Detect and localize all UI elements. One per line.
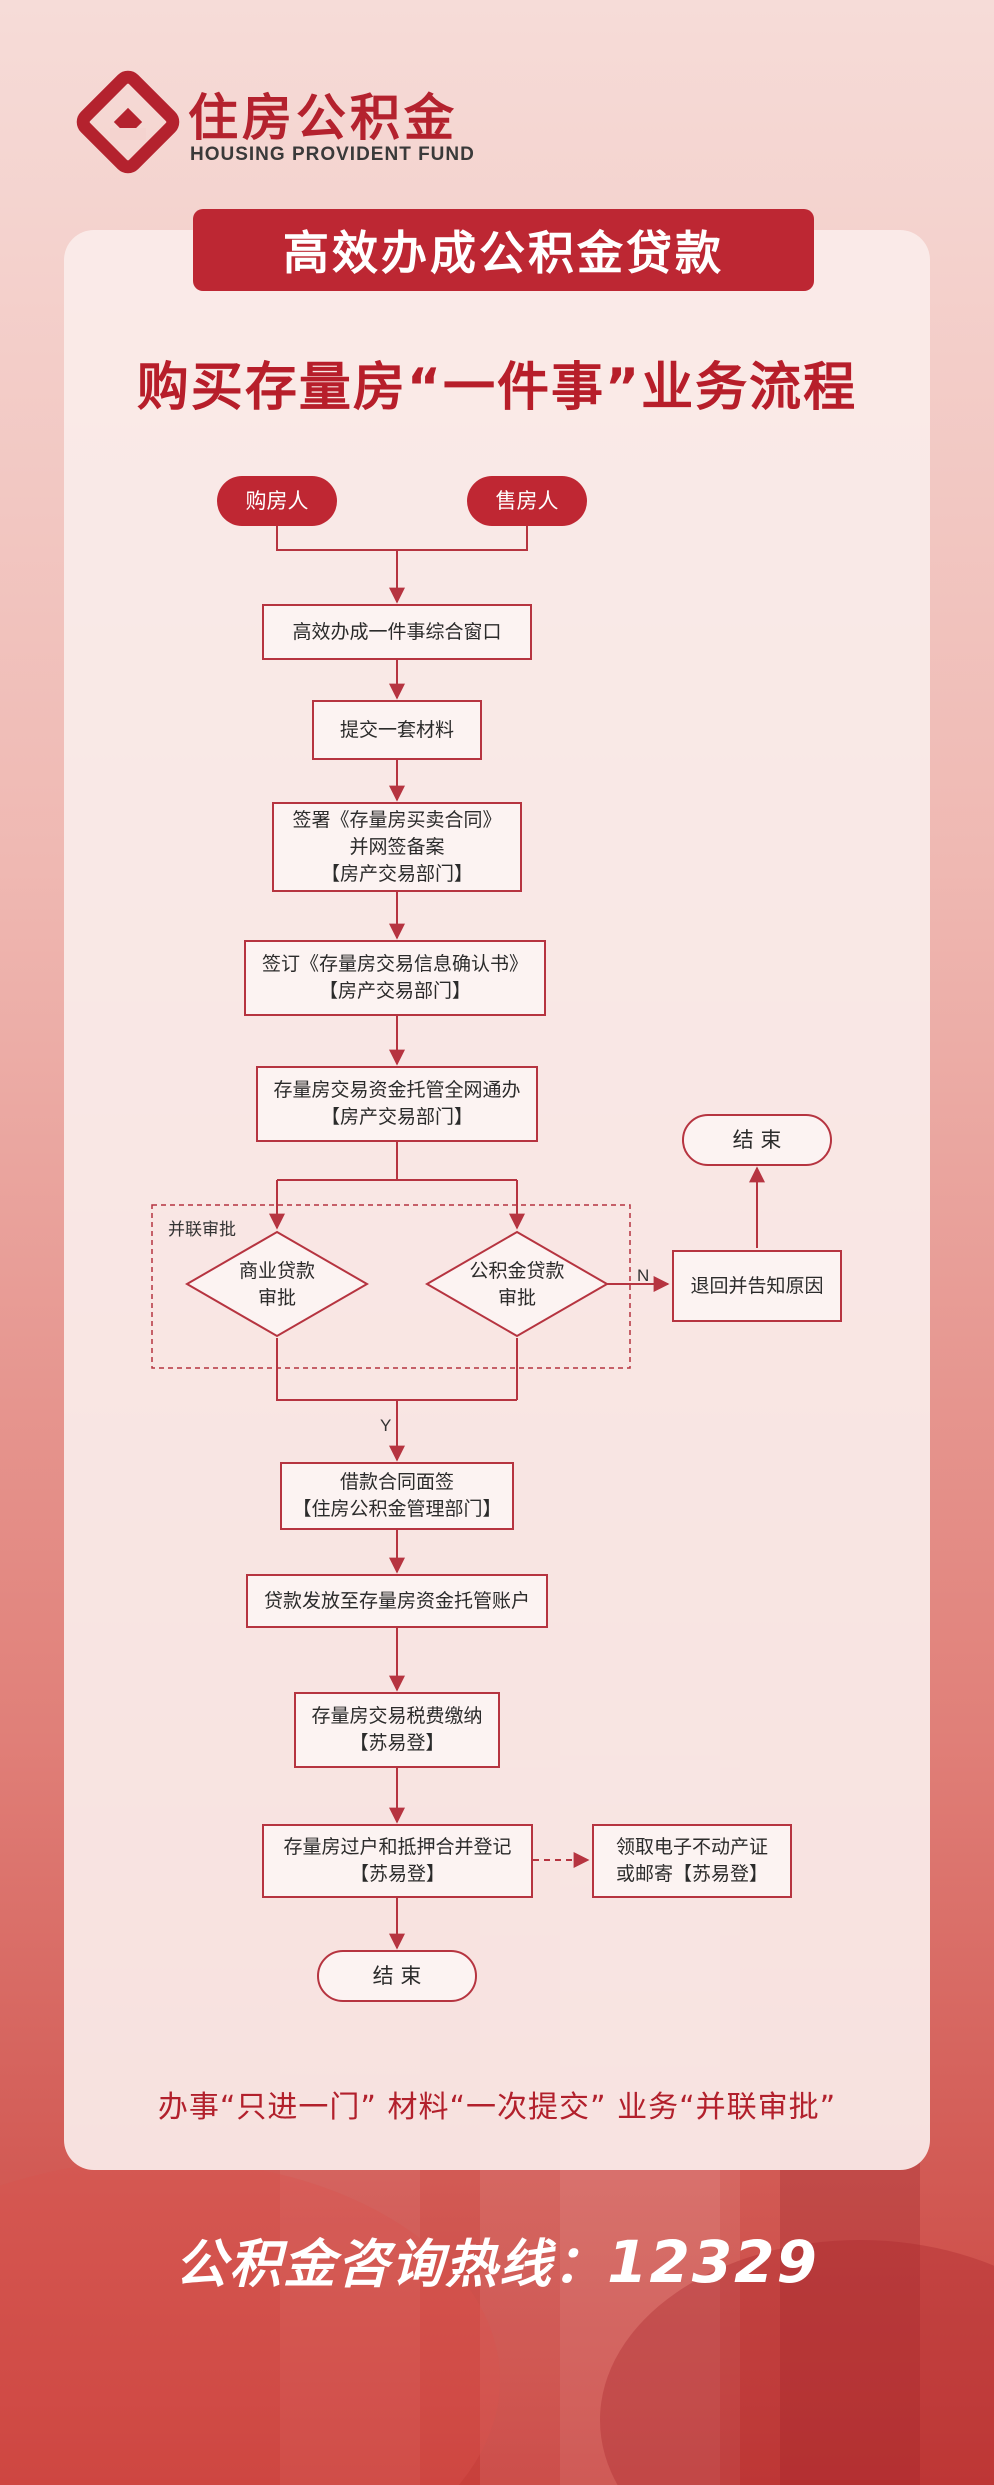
yes-label: Y <box>380 1416 392 1435</box>
banner-title: 高效办成公积金贷款 <box>193 209 814 291</box>
parallel-approval-label: 并联审批 <box>168 1220 236 1239</box>
page-title: 购买存量房“一件事”业务流程 <box>136 358 858 418</box>
certificate-node: 领取电子不动产证 或邮寄【苏易登】 <box>592 1824 792 1898</box>
fund-loan-text: 公积金贷款 审批 <box>469 1260 565 1309</box>
housing-fund-logo-icon <box>76 70 180 174</box>
buyer-node: 购房人 <box>217 476 337 526</box>
commercial-loan-text: 商业贷款 审批 <box>238 1260 315 1309</box>
disburse-node: 贷款发放至存量房资金托管账户 <box>246 1574 548 1628</box>
connector-seller <box>397 525 528 551</box>
transfer-node: 存量房过户和抵押合并登记 【苏易登】 <box>262 1824 533 1898</box>
connector-merge <box>276 1338 518 1401</box>
sign-contract-node: 签署《存量房买卖合同》 并网签备案 【房产交易部门】 <box>272 802 522 892</box>
connector-split <box>277 1142 517 1181</box>
seller-node: 售房人 <box>467 476 587 526</box>
brand-subtitle: HOUSING PROVIDENT FUND <box>190 144 475 165</box>
hotline: 公积金咨询热线：12329 <box>0 2222 994 2297</box>
commercial-loan-diamond <box>185 1230 369 1338</box>
connector-buyer <box>276 525 397 551</box>
sign-confirm-node: 签订《存量房交易信息确认书》 【房产交易部门】 <box>244 940 546 1016</box>
hotline-number: 12329 <box>607 2228 819 2296</box>
brand-name: 住房公积金 <box>188 89 458 147</box>
end-node-bottom: 结 束 <box>317 1950 477 2002</box>
loan-contract-node: 借款合同面签 【住房公积金管理部门】 <box>280 1462 514 1530</box>
parallel-approval-frame <box>151 1204 631 1369</box>
tax-node: 存量房交易税费缴纳 【苏易登】 <box>294 1692 500 1768</box>
end-node-top: 结 束 <box>682 1114 832 1166</box>
window-node: 高效办成一件事综合窗口 <box>262 604 532 660</box>
reject-node: 退回并告知原因 <box>672 1250 842 1322</box>
submit-node: 提交一套材料 <box>312 700 482 760</box>
no-label: N <box>637 1266 650 1285</box>
fund-loan-diamond <box>425 1230 609 1338</box>
escrow-node: 存量房交易资金托管全网通办 【房产交易部门】 <box>256 1066 538 1142</box>
hotline-label: 公积金咨询热线： <box>175 2235 608 2295</box>
slogan: 办事“只进一门” 材料“一次提交” 业务“并联审批” <box>157 2090 837 2125</box>
